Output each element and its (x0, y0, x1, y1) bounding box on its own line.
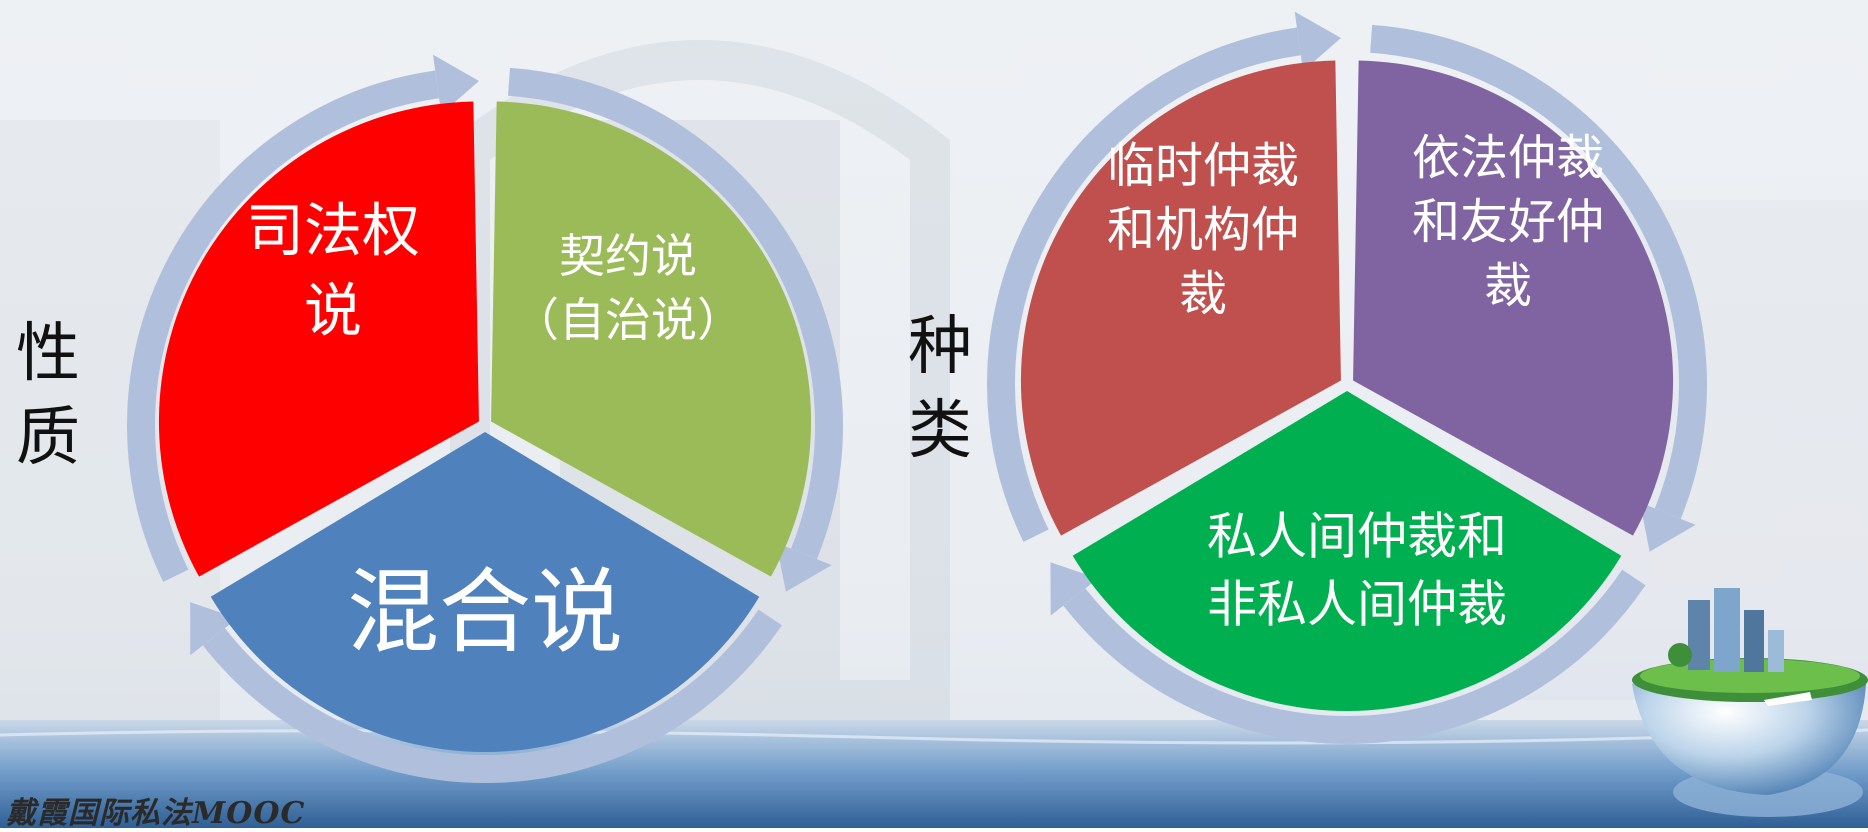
types-segment-3-label: 私人间仲裁和 (1207, 508, 1507, 566)
types-segment-1-label: 裁 (1179, 266, 1227, 322)
nature-label-char-1: 性 (16, 317, 80, 391)
types-segment-2 (1353, 60, 1674, 536)
nature-label: 性 质 (8, 312, 88, 480)
cycle-arrow-head (432, 54, 479, 115)
course-logo: 戴霞国际私法MOOC (6, 796, 306, 831)
nature-label-char-2: 质 (16, 401, 80, 475)
types-segment-3 (1072, 391, 1622, 712)
types-segment-1-label: 临时仲裁 (1107, 138, 1299, 194)
cycle-ring-arc (987, 27, 1301, 542)
types-segment-3-label: 非私人间仲裁 (1207, 576, 1507, 634)
types-segment-1 (1020, 60, 1341, 536)
cycle-ring-arc (1063, 569, 1646, 744)
types-label: 种 类 (900, 305, 980, 473)
types-label-char-1: 种 (908, 310, 972, 384)
cycle-ring-arc (127, 70, 440, 582)
nature-segment-2-label: 契约说 (559, 229, 697, 283)
nature-segment-2 (491, 101, 812, 577)
cycle-arrow-head (1639, 502, 1696, 552)
types-segment-2-label: 和友好仲 (1412, 194, 1604, 250)
cycle-arrow-head (776, 542, 832, 592)
types-segment-2-label: 依法仲裁 (1412, 130, 1604, 186)
nature-segment-1-label: 司法权 (246, 196, 420, 264)
nature-segment-3 (210, 432, 760, 752)
cycle-ring-arc (202, 609, 782, 783)
globe-with-city-icon (1632, 588, 1868, 817)
nature-segment-3-label: 混合说 (347, 559, 623, 666)
cycle-arrow-head (1294, 11, 1341, 72)
nature-segment-1-label: 说 (304, 276, 362, 344)
types-segment-2-label: 裁 (1484, 258, 1532, 314)
types-segment-1-label: 和机构仲 (1107, 202, 1299, 258)
cycle-ring-arc (1370, 24, 1707, 519)
types-label-char-2: 类 (908, 394, 972, 468)
cycle-ring-arc (508, 67, 843, 560)
nature-segment-2-label: （自治说） (513, 293, 743, 347)
nature-segment-1 (158, 101, 479, 577)
